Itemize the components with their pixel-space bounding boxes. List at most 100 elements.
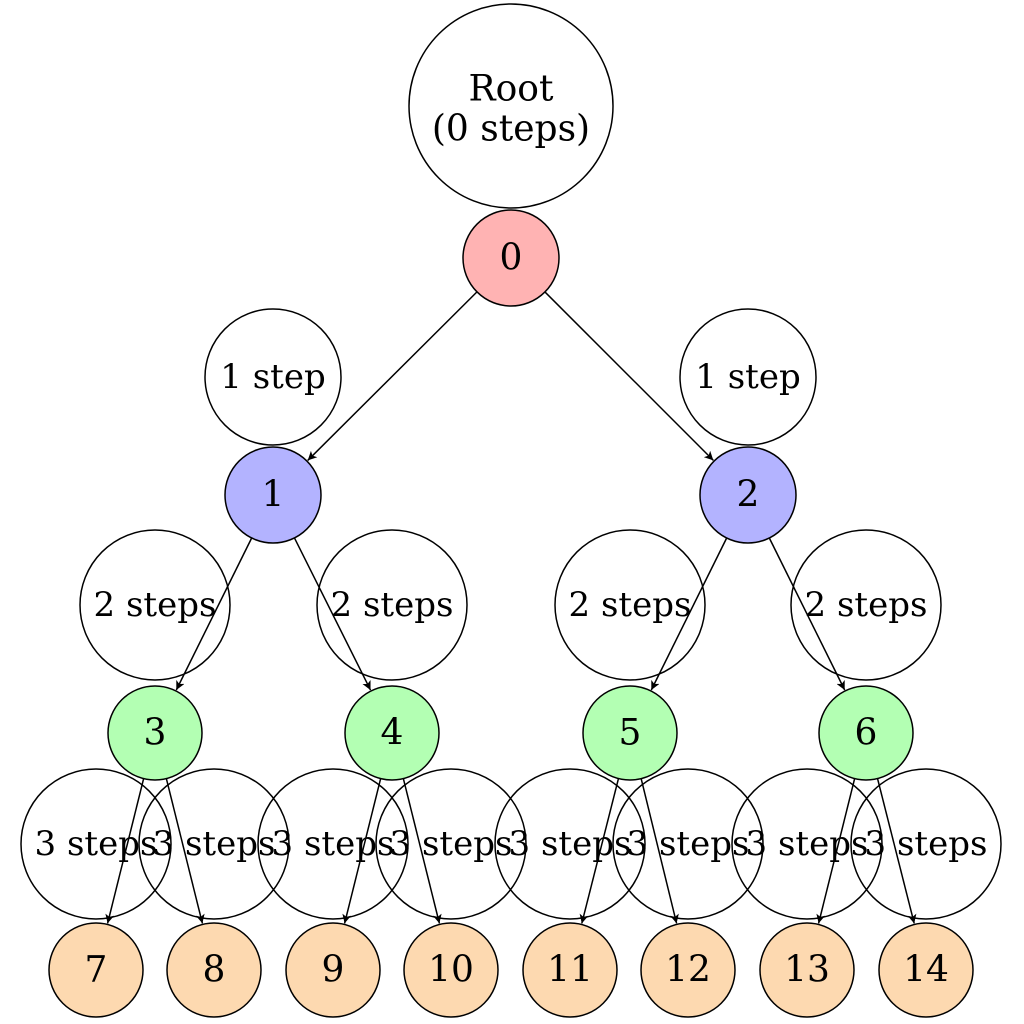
edge-0-to-1: [307, 291, 478, 461]
step-label-circle: [138, 768, 290, 920]
step-label-text: 2 steps: [805, 585, 928, 625]
node-label: 3: [144, 713, 167, 754]
step-label-text: 3 steps: [272, 824, 395, 864]
edge-5-to-11: [579, 778, 620, 924]
node-1: 1: [224, 446, 322, 544]
step-label-1: 1 step: [204, 308, 342, 446]
node-circle: [344, 685, 440, 781]
step-label-circle: [790, 529, 942, 681]
root-label-circle: [408, 3, 614, 209]
node-label: 10: [428, 950, 474, 991]
node-label: 1: [262, 475, 285, 516]
step-label-text: 2 steps: [331, 585, 454, 625]
edge-3-to-8: [165, 778, 205, 924]
node-label: 6: [855, 713, 878, 754]
step-label-circle: [316, 529, 468, 681]
node-8: 8: [166, 922, 262, 1018]
node-label: 14: [903, 950, 949, 991]
node-circle: [582, 685, 678, 781]
node-circle: [522, 922, 618, 1018]
node-label: 7: [85, 950, 108, 991]
step-label-text: 1 step: [695, 357, 800, 397]
edge-6-to-14: [876, 778, 917, 924]
node-circle: [403, 922, 499, 1018]
node-circle: [878, 922, 974, 1018]
step-label-2: 1 step: [679, 308, 817, 446]
node-0: 0: [462, 209, 560, 307]
node-circle: [107, 685, 203, 781]
node-label: 0: [500, 238, 523, 279]
node-12: 12: [640, 922, 736, 1018]
edge-5-to-12: [640, 778, 679, 924]
step-label-circle: [20, 768, 172, 920]
step-label-circle: [679, 308, 817, 446]
step-label-10: 3 steps: [375, 768, 527, 920]
step-label-4: 2 steps: [316, 529, 468, 681]
root-label-steps: (0 steps): [432, 109, 590, 150]
node-circle: [462, 209, 560, 307]
step-label-3: 2 steps: [79, 529, 231, 681]
root-label-group: Root (0 steps): [408, 3, 614, 209]
step-label-text: 3 steps: [153, 824, 276, 864]
node-2: 2: [699, 446, 797, 544]
step-label-circle: [731, 768, 883, 920]
step-label-9: 3 steps: [257, 768, 409, 920]
step-label-text: 3 steps: [509, 824, 632, 864]
node-circle: [166, 922, 262, 1018]
node-6: 6: [818, 685, 914, 781]
node-label: 12: [665, 950, 711, 991]
edge-3-to-7: [105, 778, 145, 924]
node-circle: [224, 446, 322, 544]
step-label-circle: [612, 768, 764, 920]
node-3: 3: [107, 685, 203, 781]
edge-1-to-4: [293, 537, 372, 691]
step-label-8: 3 steps: [138, 768, 290, 920]
edge-2-to-6: [768, 537, 846, 691]
node-10: 10: [403, 922, 499, 1018]
node-9: 9: [285, 922, 381, 1018]
node-label: 5: [619, 713, 642, 754]
node-label: 13: [784, 950, 830, 991]
step-label-text: 3 steps: [627, 824, 750, 864]
edges-layer: [105, 291, 917, 924]
node-label: 4: [381, 713, 404, 754]
step-label-text: 3 steps: [865, 824, 988, 864]
step-label-circle: [204, 308, 342, 446]
step-label-14: 3 steps: [850, 768, 1002, 920]
step-label-5: 2 steps: [554, 529, 706, 681]
step-label-text: 1 step: [220, 357, 325, 397]
step-label-12: 3 steps: [612, 768, 764, 920]
node-5: 5: [582, 685, 678, 781]
step-label-13: 3 steps: [731, 768, 883, 920]
step-label-circle: [257, 768, 409, 920]
step-label-circle: [375, 768, 527, 920]
node-11: 11: [522, 922, 618, 1018]
node-14: 14: [878, 922, 974, 1018]
edge-1-to-3: [175, 537, 253, 691]
node-circle: [640, 922, 736, 1018]
edge-6-to-13: [816, 778, 856, 924]
step-label-text: 3 steps: [35, 824, 158, 864]
node-circle: [759, 922, 855, 1018]
step-label-text: 3 steps: [746, 824, 869, 864]
edge-0-to-2: [544, 291, 714, 461]
step-label-7: 3 steps: [20, 768, 172, 920]
node-label: 11: [547, 950, 593, 991]
node-13: 13: [759, 922, 855, 1018]
node-circle: [48, 922, 144, 1018]
edge-4-to-9: [342, 778, 382, 924]
step-labels-layer: 1 step 1 step 2 steps 2 steps 2 steps 2 steps…: [20, 308, 1002, 920]
node-circle: [818, 685, 914, 781]
edge-2-to-5: [650, 537, 728, 691]
node-circle: [699, 446, 797, 544]
step-label-text: 2 steps: [569, 585, 692, 625]
edge-4-to-10: [402, 778, 442, 924]
step-label-circle: [494, 768, 646, 920]
step-label-circle: [850, 768, 1002, 920]
node-label: 2: [737, 475, 760, 516]
step-label-11: 3 steps: [494, 768, 646, 920]
node-7: 7: [48, 922, 144, 1018]
node-4: 4: [344, 685, 440, 781]
